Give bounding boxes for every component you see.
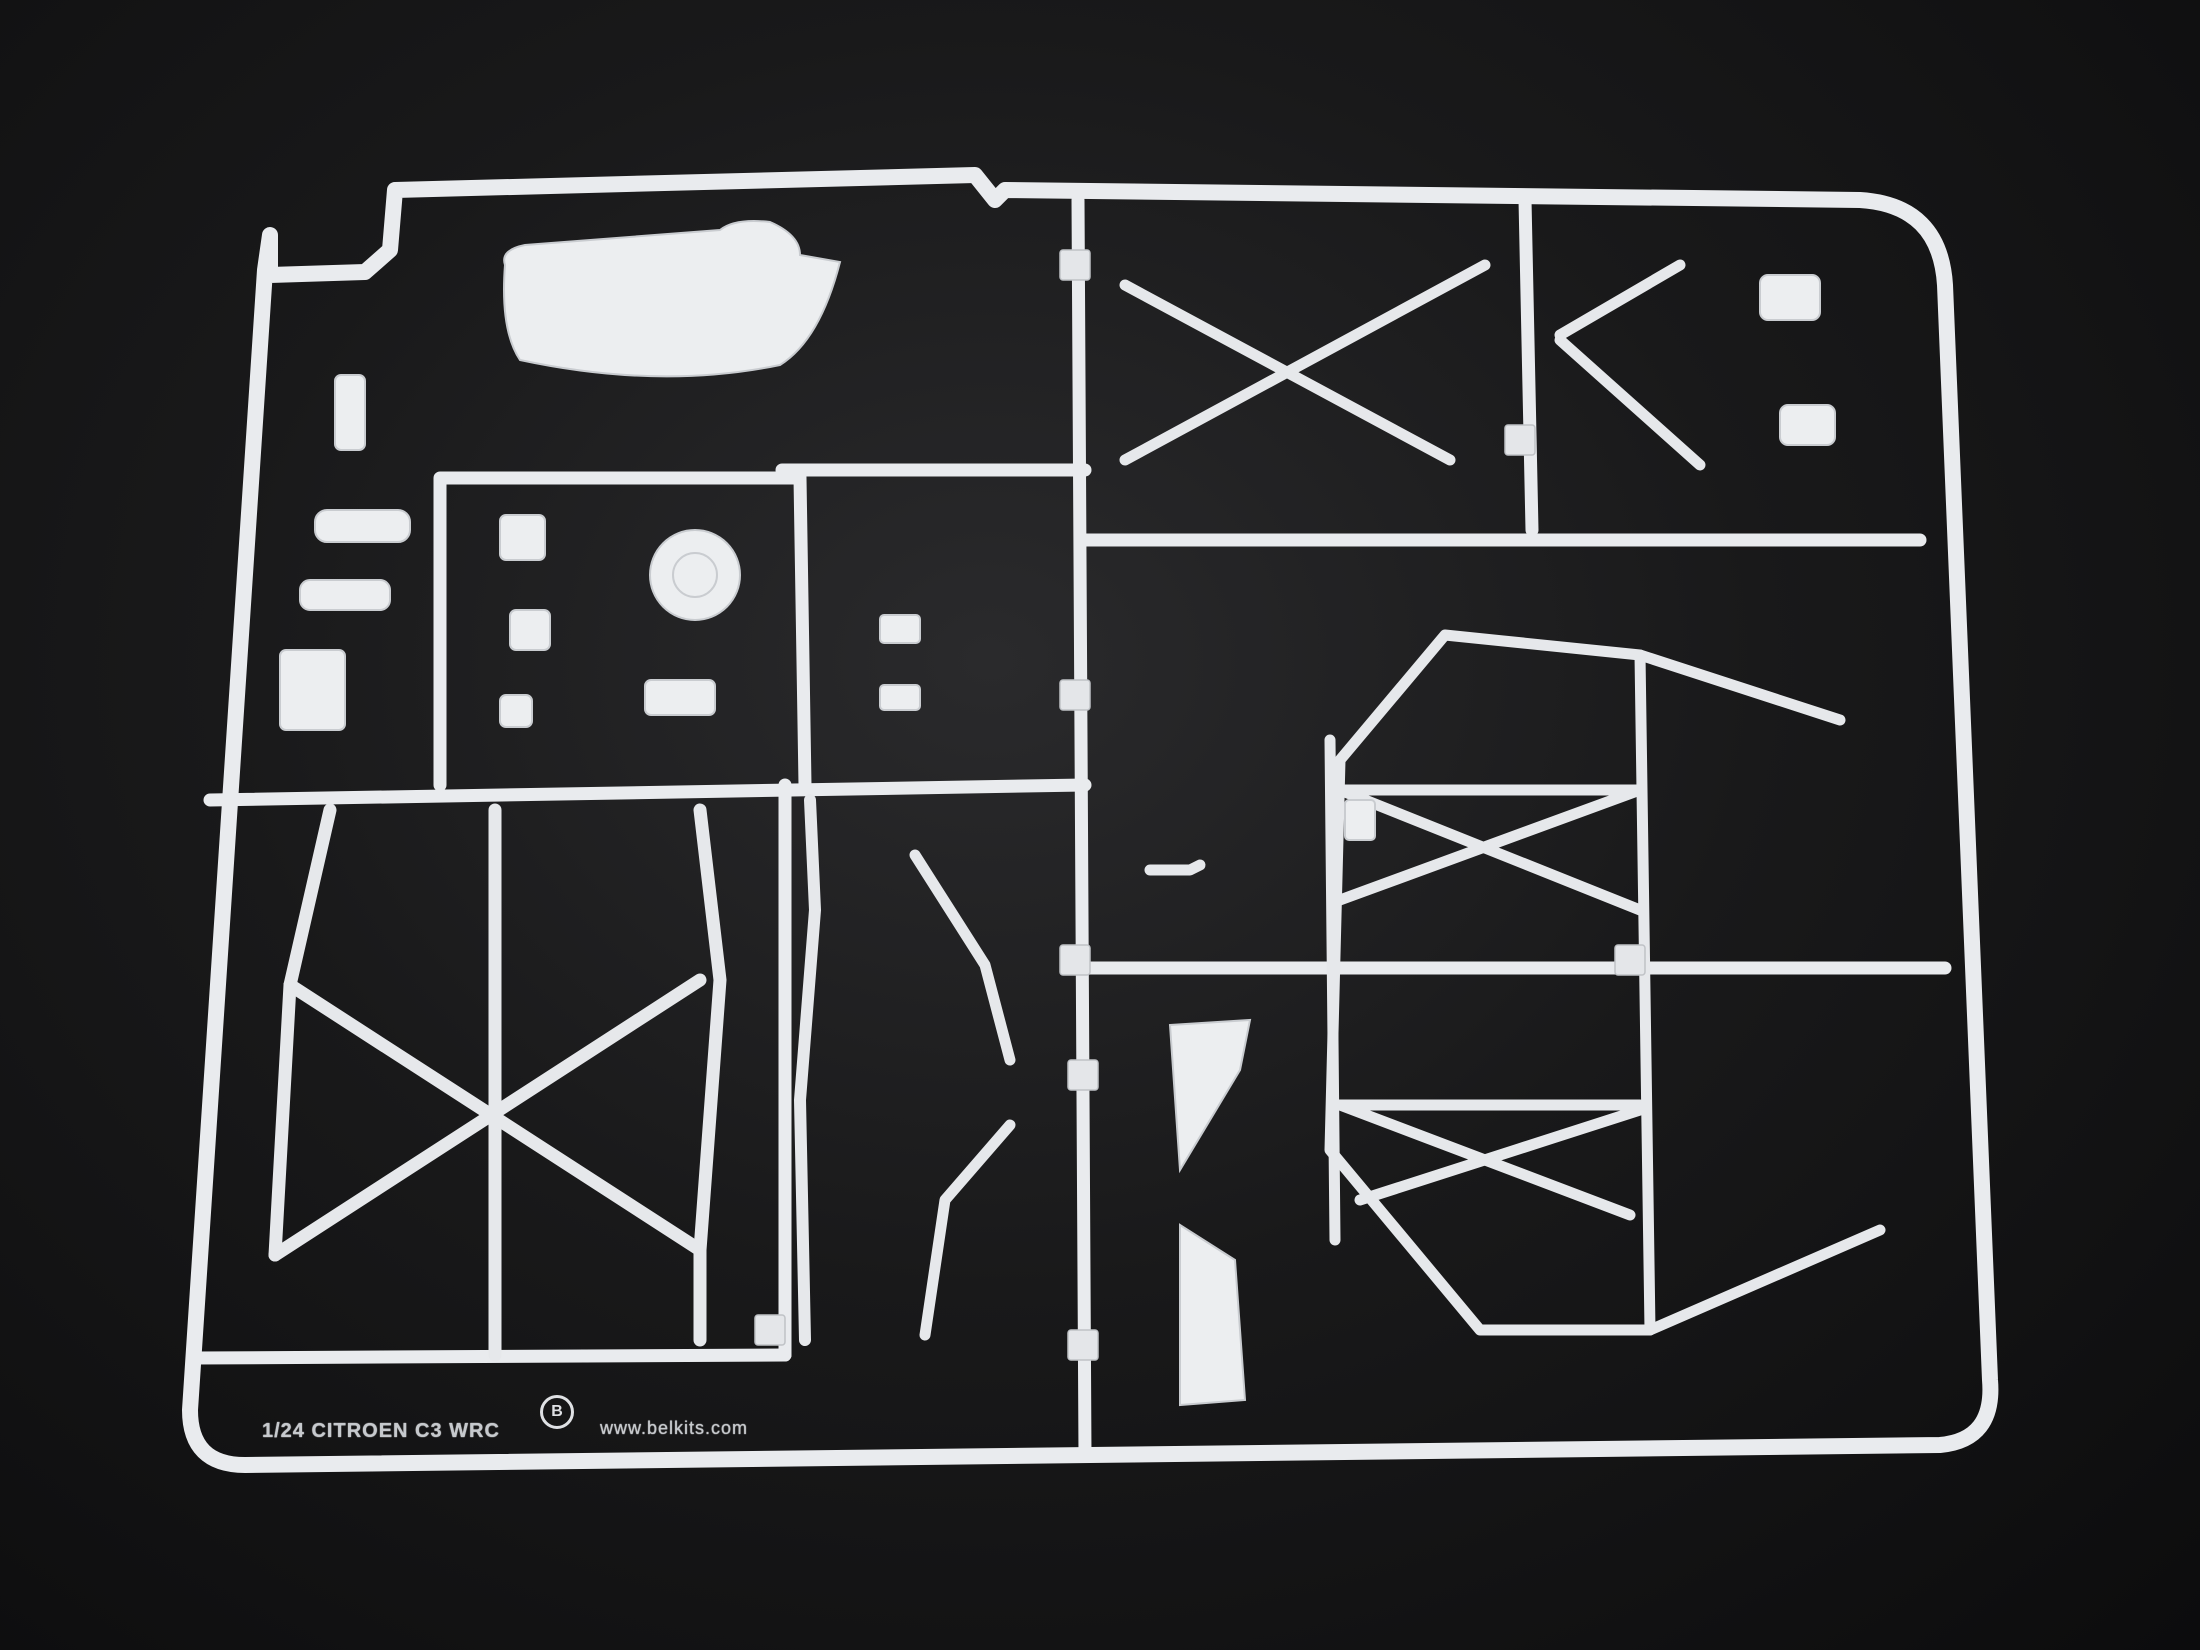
door-bar-middle [794,794,821,1346]
x-brace-top-right [1119,259,1706,471]
part-letter-badge: B [540,1395,574,1429]
angled-bars [909,849,1206,1341]
sprue-outer-frame [182,167,1999,1473]
sprue-runners [188,193,1952,1462]
small-parts [279,274,1836,1407]
website-label: www.belkits.com [600,1418,749,1438]
x-brace-left [268,803,727,1362]
gate-tabs [754,249,1646,1361]
dashboard-part [503,220,842,378]
roll-cage [1324,629,1886,1336]
kit-name-label: 1/24 CITROEN C3 WRC [262,1420,500,1442]
